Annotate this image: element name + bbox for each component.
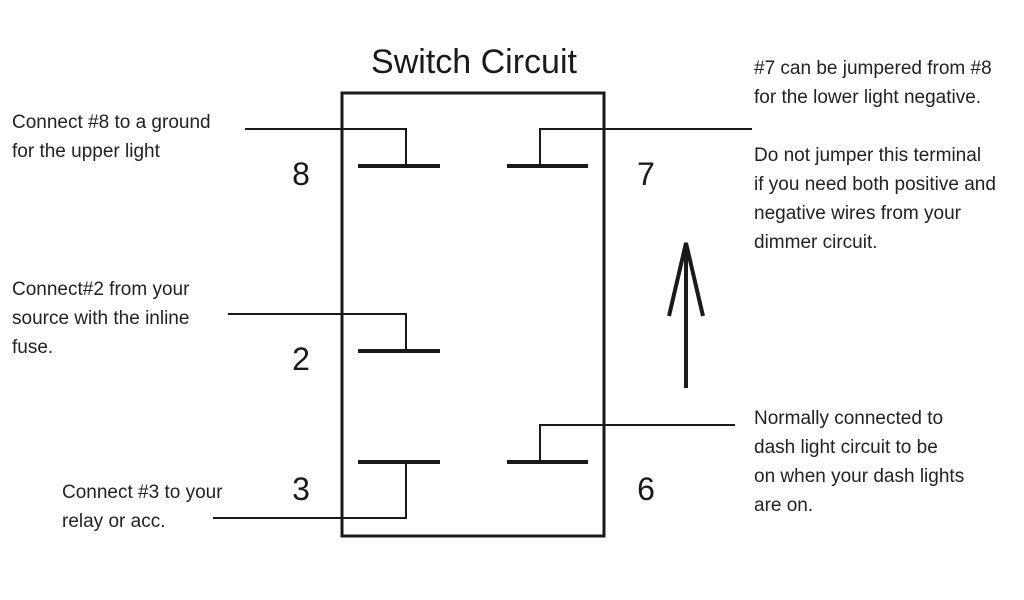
diagram-title: Switch Circuit — [371, 43, 577, 81]
terminal-6-label: 6 — [637, 471, 655, 507]
terminal-8-note: Connect #8 to a ground for the upper lig… — [12, 112, 211, 162]
terminal-8-leader — [245, 128, 407, 166]
terminal-3-label: 3 — [292, 471, 310, 507]
terminal-3-leader — [213, 462, 407, 519]
terminal-2-leader — [228, 313, 407, 351]
terminal-2: 2 — [228, 313, 440, 377]
terminal-3-note: Connect #3 to your relay or acc. — [62, 482, 223, 532]
terminal-2-label: 2 — [292, 341, 310, 377]
terminal-7-warning-note: Do not jumper this terminal if you need … — [754, 145, 996, 253]
terminal-3: 3 — [213, 460, 440, 519]
terminal-8-label: 8 — [292, 156, 310, 192]
terminal-6: 6 — [507, 424, 735, 507]
terminal-7-label: 7 — [637, 156, 655, 192]
up-arrow-icon — [667, 242, 705, 388]
terminal-8: 8 — [245, 128, 440, 192]
terminal-6-note: Normally connected to dash light circuit… — [754, 408, 965, 516]
terminal-7: 7 — [507, 128, 752, 192]
terminal-7-jumper-note: #7 can be jumpered from #8 for the lower… — [754, 58, 992, 108]
terminal-6-leader — [539, 424, 735, 462]
terminal-2-note: Connect#2 from your source with the inli… — [12, 279, 190, 358]
terminal-7-leader — [539, 128, 752, 166]
